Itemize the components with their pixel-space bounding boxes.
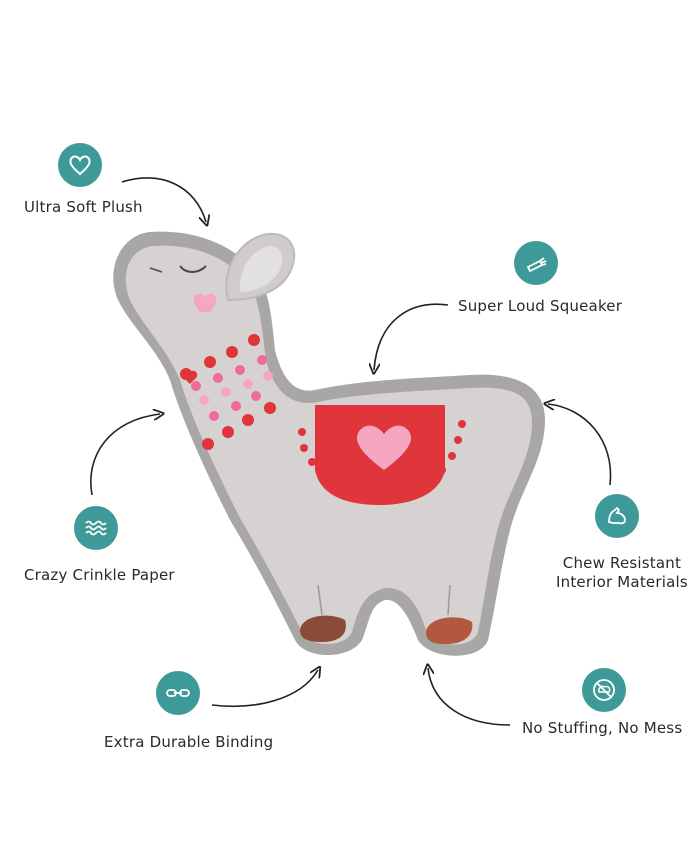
feature-label-chew-line1: Chew Resistant <box>562 554 682 572</box>
flexed-arm-icon <box>595 494 639 538</box>
squeaker-icon <box>514 241 558 285</box>
heart-icon <box>58 143 102 187</box>
feature-label-binding: Extra Durable Binding <box>104 733 274 751</box>
feature-label-chew-line2: Interior Materials <box>556 573 688 591</box>
neck-hearts <box>180 334 276 450</box>
toy-cheek-heart <box>193 293 217 312</box>
feature-label-crinkle: Crazy Crinkle Paper <box>24 566 175 584</box>
no-stuffing-icon <box>582 668 626 712</box>
blanket-tassels <box>298 420 466 504</box>
feature-label-soft-plush: Ultra Soft Plush <box>24 198 143 216</box>
chain-link-icon <box>156 671 200 715</box>
feature-label-squeaker: Super Loud Squeaker <box>458 297 623 315</box>
feature-label-no-stuffing: No Stuffing, No Mess <box>522 719 683 737</box>
feature-label-chew-resistant: Chew Resistant Interior Materials <box>556 554 688 592</box>
toy-eye <box>179 265 207 273</box>
blanket-heart <box>357 425 411 470</box>
toy-hoof-left <box>300 615 346 642</box>
waves-icon <box>74 506 118 550</box>
toy-hoof-right <box>426 617 473 644</box>
